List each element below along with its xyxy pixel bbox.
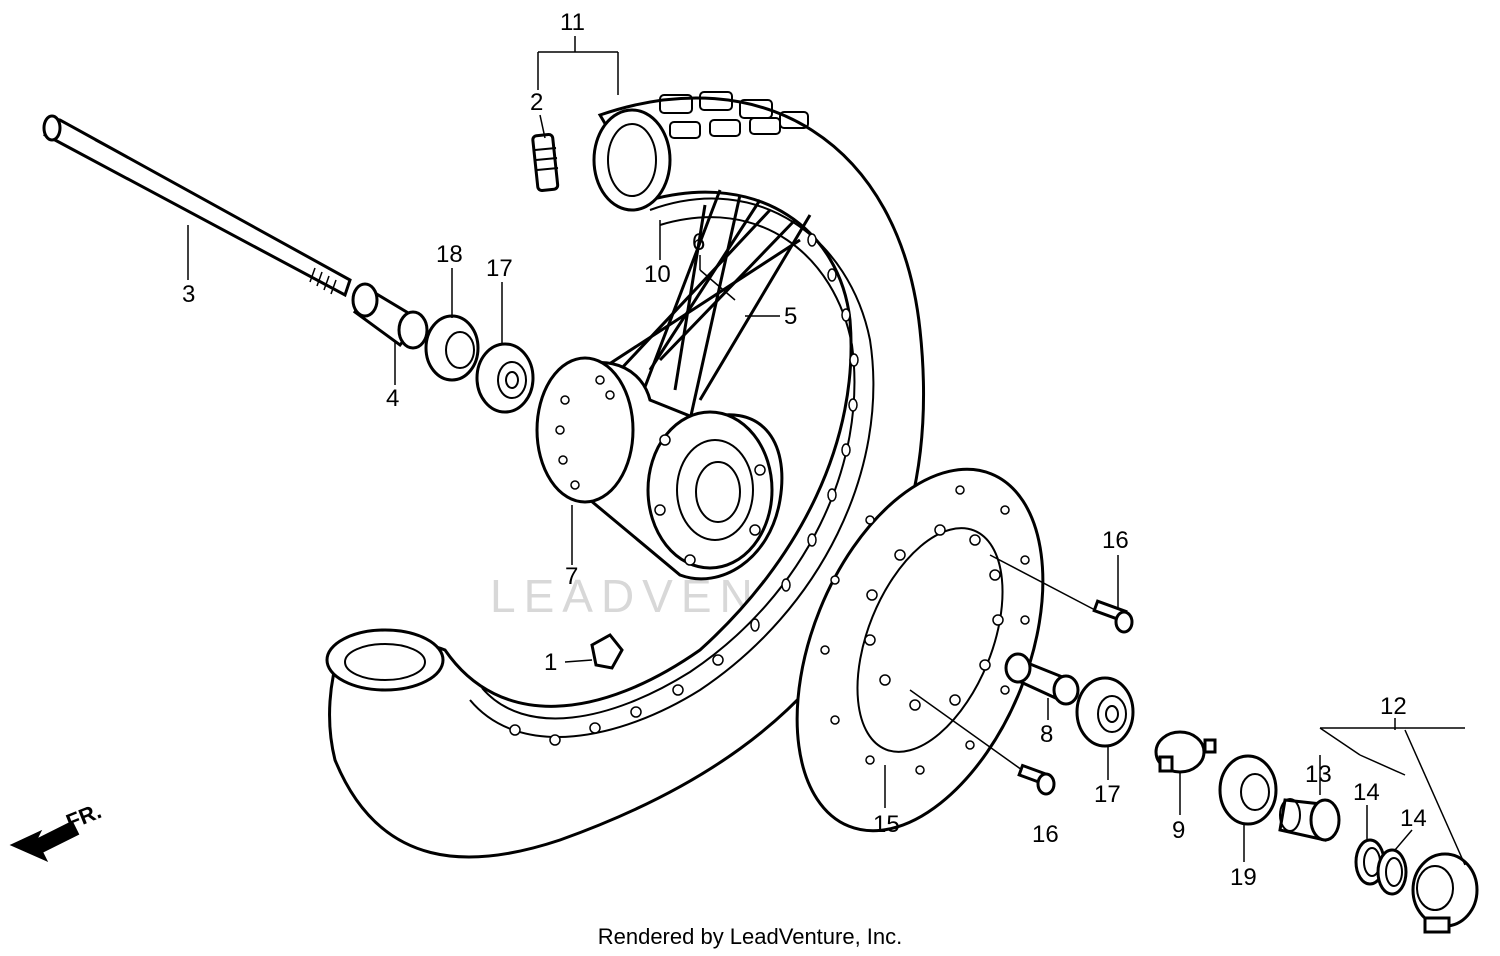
speedometer-gearbox xyxy=(1411,852,1479,934)
front-direction-arrow: FR. xyxy=(9,798,105,863)
distance-collar xyxy=(1004,652,1080,706)
footer-credit: Rendered by LeadVenture, Inc. xyxy=(597,924,903,949)
callout-11: 11 xyxy=(560,9,585,36)
callout-5: 5 xyxy=(784,303,797,330)
collar xyxy=(351,282,429,350)
bearing-left xyxy=(475,342,535,414)
callout-16-upper: 16 xyxy=(1102,527,1129,554)
callout-1: 1 xyxy=(544,649,557,676)
callout-4: 4 xyxy=(386,385,399,412)
leader-lines xyxy=(187,36,1466,866)
tire xyxy=(325,91,926,859)
axle xyxy=(42,114,352,298)
balance-weight xyxy=(590,633,624,670)
disc-bolt-upper xyxy=(1092,599,1134,634)
hub xyxy=(535,356,784,581)
callout-9: 9 xyxy=(1172,817,1185,844)
callout-15: 15 xyxy=(873,811,900,838)
callout-14-a: 14 xyxy=(1353,779,1380,806)
callout-8: 8 xyxy=(1040,721,1053,748)
callout-12: 12 xyxy=(1380,693,1407,720)
callout-2: 2 xyxy=(530,89,543,116)
thrust-washer-2 xyxy=(1376,848,1408,896)
valve xyxy=(531,132,560,192)
callout-19: 19 xyxy=(1230,864,1257,891)
oil-seal xyxy=(1218,754,1278,826)
disc-bolt-lower xyxy=(1017,763,1056,796)
gearbox-retainer xyxy=(1154,730,1217,774)
dust-seal-left xyxy=(424,314,480,382)
callout-labels: 11 2 3 18 17 4 10 6 5 7 1 16 8 17 9 15 1… xyxy=(182,9,1427,891)
spokes xyxy=(599,189,812,421)
callout-16-lower: 16 xyxy=(1032,821,1059,848)
rim xyxy=(469,197,875,746)
callout-18: 18 xyxy=(436,241,463,268)
callout-17-left: 17 xyxy=(486,255,513,282)
callout-6: 6 xyxy=(692,229,705,256)
callout-14-b: 14 xyxy=(1400,805,1427,832)
callout-13: 13 xyxy=(1305,761,1332,788)
callout-3: 3 xyxy=(182,281,195,308)
callout-17-right: 17 xyxy=(1094,781,1121,808)
speedometer-gear xyxy=(1278,798,1341,842)
direction-label: FR. xyxy=(63,798,105,834)
callout-7: 7 xyxy=(565,563,578,590)
bearing-right xyxy=(1075,676,1135,748)
callout-10: 10 xyxy=(644,261,671,288)
